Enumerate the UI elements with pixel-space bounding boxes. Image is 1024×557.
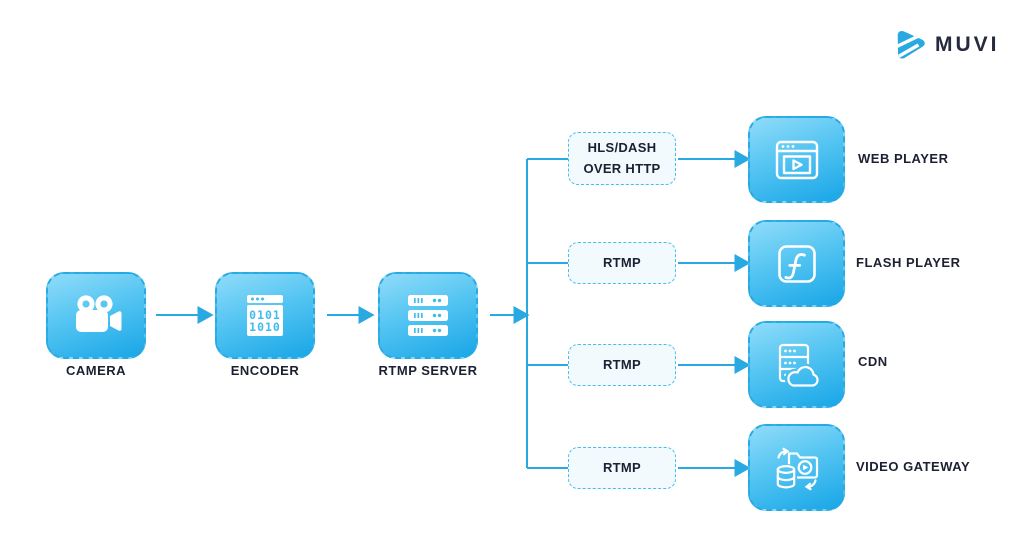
node-flash-player [748,220,845,307]
flash-icon [777,244,816,283]
node-cdn [748,321,845,408]
folder-play-database-icon [776,447,818,490]
node-camera [46,272,146,359]
protocol-label-hls-dash: HLS/DASH OVER HTTP [568,132,676,185]
video-camera-icon [76,294,122,332]
protocol-label-rtmp-gateway: RTMP [568,447,676,489]
node-rtmp-server-label: RTMP SERVER [378,363,478,378]
muvi-logo: MUVI [893,28,1000,62]
node-encoder: 0101 1010 [215,272,315,359]
node-flash-player-label: FLASH PLAYER [856,255,961,270]
node-web-player-label: WEB PLAYER [858,151,949,166]
node-cdn-label: CDN [858,354,888,369]
svg-text:0101: 0101 [249,308,281,322]
muvi-logo-icon [897,30,925,59]
node-video-gateway [748,424,845,511]
server-rack-icon [408,295,448,336]
node-rtmp-server [378,272,478,359]
node-video-gateway-label: VIDEO GATEWAY [856,459,971,474]
node-camera-label: CAMERA [65,363,127,378]
binary-code-window-icon: 0101 1010 [247,295,283,336]
protocol-label-rtmp-cdn: RTMP [568,344,676,386]
node-web-player [748,116,845,203]
svg-text:1010: 1010 [249,320,281,334]
node-encoder-label: ENCODER [230,363,300,378]
server-cloud-icon [778,343,819,387]
browser-play-icon [775,140,818,179]
protocol-label-rtmp-flash: RTMP [568,242,676,284]
muvi-logo-text: MUVI [935,33,1000,56]
